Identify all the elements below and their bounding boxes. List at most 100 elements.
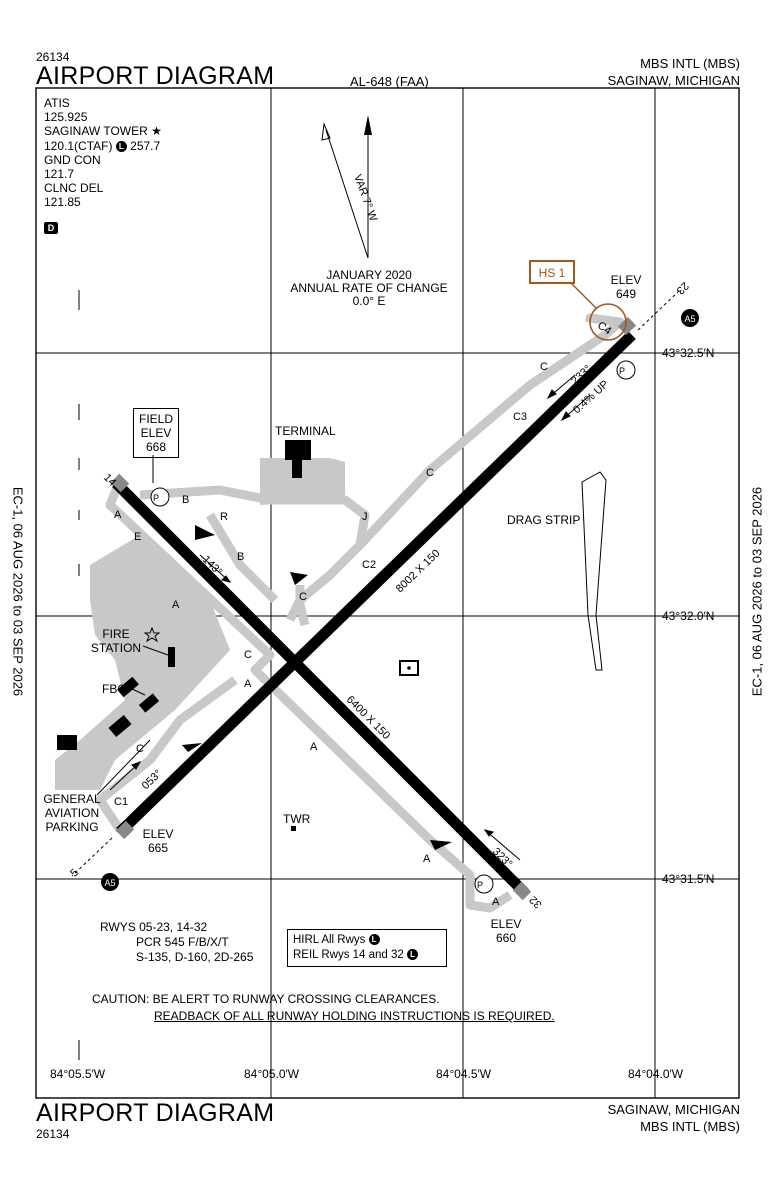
runway-info-line1: RWYS 05-23, 14-32 (100, 920, 208, 934)
reil-14-icon (195, 525, 215, 540)
field-elev-line2: ELEV (140, 426, 172, 440)
tower-star-icon: ★ (151, 124, 162, 139)
lighting-line2: REIL Rwys 14 and 32 (293, 949, 404, 961)
location-top: SAGINAW, MICHIGAN (607, 73, 740, 88)
fbo-hangar-3 (108, 714, 132, 738)
parking-markers (150, 360, 636, 894)
terminal-label: TERMINAL (275, 424, 336, 438)
lighting-line1: HIRL All Rwys (293, 934, 366, 946)
runway-05-23 (116, 331, 636, 836)
graticule (36, 88, 739, 1098)
clearance-frequency: 121.85 (44, 195, 81, 210)
chart-title-bottom: AIRPORT DIAGRAM (36, 1099, 275, 1127)
tower-label: SAGINAW TOWER (44, 124, 148, 139)
elev-05-value: 665 (147, 841, 169, 855)
lighting-badge-icon: L (115, 140, 127, 152)
procedure-code: AL-648 (FAA) (350, 74, 429, 89)
elev-32: ELEV 660 (484, 917, 528, 945)
tower-frequency-uhf: 257.7 (130, 138, 161, 153)
runway-23-number: 23 (674, 279, 691, 296)
elev-23-label: ELEV (610, 273, 642, 287)
lighting-box: HIRL All Rwys L REIL Rwys 14 and 32 L (287, 929, 447, 967)
direction-arrows (109, 374, 591, 861)
ga-apron (55, 535, 230, 790)
terminal-apron (260, 458, 345, 505)
approach-markers (101, 309, 699, 891)
elev-23: ELEV 649 (604, 273, 648, 301)
parking-p-label-3: P (477, 880, 483, 890)
fbo-hangar-1 (117, 676, 139, 698)
location-bottom: SAGINAW, MICHIGAN (607, 1102, 740, 1117)
magnetic-info: JANUARY 2020 ANNUAL RATE OF CHANGE 0.0° … (280, 269, 458, 308)
lon-04-5: 84°04.5′W (436, 1067, 492, 1081)
frequency-block: ATIS 125.925 SAGINAW TOWER ★ 120.1(CTAF)… (44, 96, 162, 234)
drag-strip-label: DRAG STRIP (507, 513, 581, 527)
taxiway-j-label: J (362, 511, 368, 523)
tower-frequency: 120.1(CTAF) (44, 138, 113, 153)
airport-name-top: MBS INTL (MBS) (640, 56, 740, 71)
runway-info-line2: PCR 545 F/B/X/T (136, 935, 229, 949)
atis-label: ATIS (44, 96, 70, 110)
fire-station-line2: STATION (90, 641, 142, 655)
runway-14-32 (112, 479, 529, 897)
taxiway-a-label-5: A (423, 853, 431, 865)
drag-strip (581, 471, 607, 671)
control-tower (291, 826, 296, 831)
fire-station-label: FIRE STATION (90, 627, 142, 655)
field-elevation-box: FIELD ELEV 668 (133, 408, 179, 458)
taxiway-b-label-2: B (237, 551, 244, 563)
magnetic-rate-value: 0.0° E (352, 294, 386, 308)
approach-lights (71, 289, 681, 877)
taxiway-c-label-3: C (299, 591, 307, 603)
hotspot-label: HS 1 (539, 266, 566, 280)
lon-04-0: 84°04.0′W (628, 1067, 684, 1081)
light-icon-2 (182, 743, 202, 752)
north-arrow (321, 115, 372, 259)
approach-a5-23: A5 (684, 314, 695, 324)
runway-info-line3: S-135, D-160, 2D-265 (136, 950, 254, 964)
chart-id-top: 26134 (36, 50, 70, 64)
taxiway-c-label-4: C (244, 649, 252, 661)
ga-hangar (57, 735, 77, 750)
taxiway-a-label-4: A (310, 741, 318, 753)
hotspot-circle (589, 303, 627, 341)
fire-station-line1: FIRE (102, 627, 130, 641)
lat-32-5: 43°32.5′N (662, 346, 715, 360)
taxiway-c-label-5: C (136, 743, 144, 755)
approach-a5-05: A5 (104, 878, 115, 888)
reil-32-icon (430, 840, 452, 850)
fbo-hangar-2 (138, 693, 160, 713)
ground-label: GND CON (44, 152, 101, 167)
clearance-label: CLNC DEL (44, 181, 104, 196)
taxiway-r-label: R (220, 511, 228, 523)
taxiway-a-label-2: A (172, 599, 180, 611)
chart-id-bottom: 26134 (36, 1127, 70, 1141)
field-elev-line1: FIELD (139, 412, 174, 426)
ga-parking-line3: PARKING (45, 820, 99, 834)
lon-05-0: 84°05.0′W (244, 1067, 300, 1081)
taxiway-c-label-1: C (540, 361, 548, 373)
taxiway-c-label-2: C (426, 467, 434, 479)
parking-p-label-2: P (619, 366, 625, 376)
runway-32-number: 32 (527, 893, 544, 910)
ga-parking-label: GENERAL AVIATION PARKING (40, 792, 104, 834)
fbo-label: FBO (102, 682, 127, 696)
lighting-line1-badge: L (368, 934, 380, 946)
datalink-badge: D (44, 221, 58, 234)
taxiway-e-label: E (134, 531, 141, 543)
fire-station-icon (143, 626, 161, 643)
caution-line2: READBACK OF ALL RUNWAY HOLDING INSTRUCTI… (154, 1009, 555, 1023)
runway-info: RWYS 05-23, 14-32 PCR 545 F/B/X/T S-135,… (100, 920, 253, 965)
elev-23-value: 649 (615, 287, 637, 301)
hotspot-box (529, 260, 575, 284)
magnetic-rate-label: ANNUAL RATE OF CHANGE (290, 281, 448, 295)
lat-32-0: 43°32.0′N (662, 609, 715, 623)
hotspot-leader (569, 281, 597, 309)
magnetic-date: JANUARY 2020 (326, 268, 412, 282)
lighting-line2-badge: L (407, 949, 419, 961)
chart-title-top: AIRPORT DIAGRAM (36, 62, 275, 90)
ground-frequency: 121.7 (44, 167, 75, 182)
lat-31-5: 43°31.5′N (662, 872, 715, 886)
buildings (57, 440, 311, 831)
